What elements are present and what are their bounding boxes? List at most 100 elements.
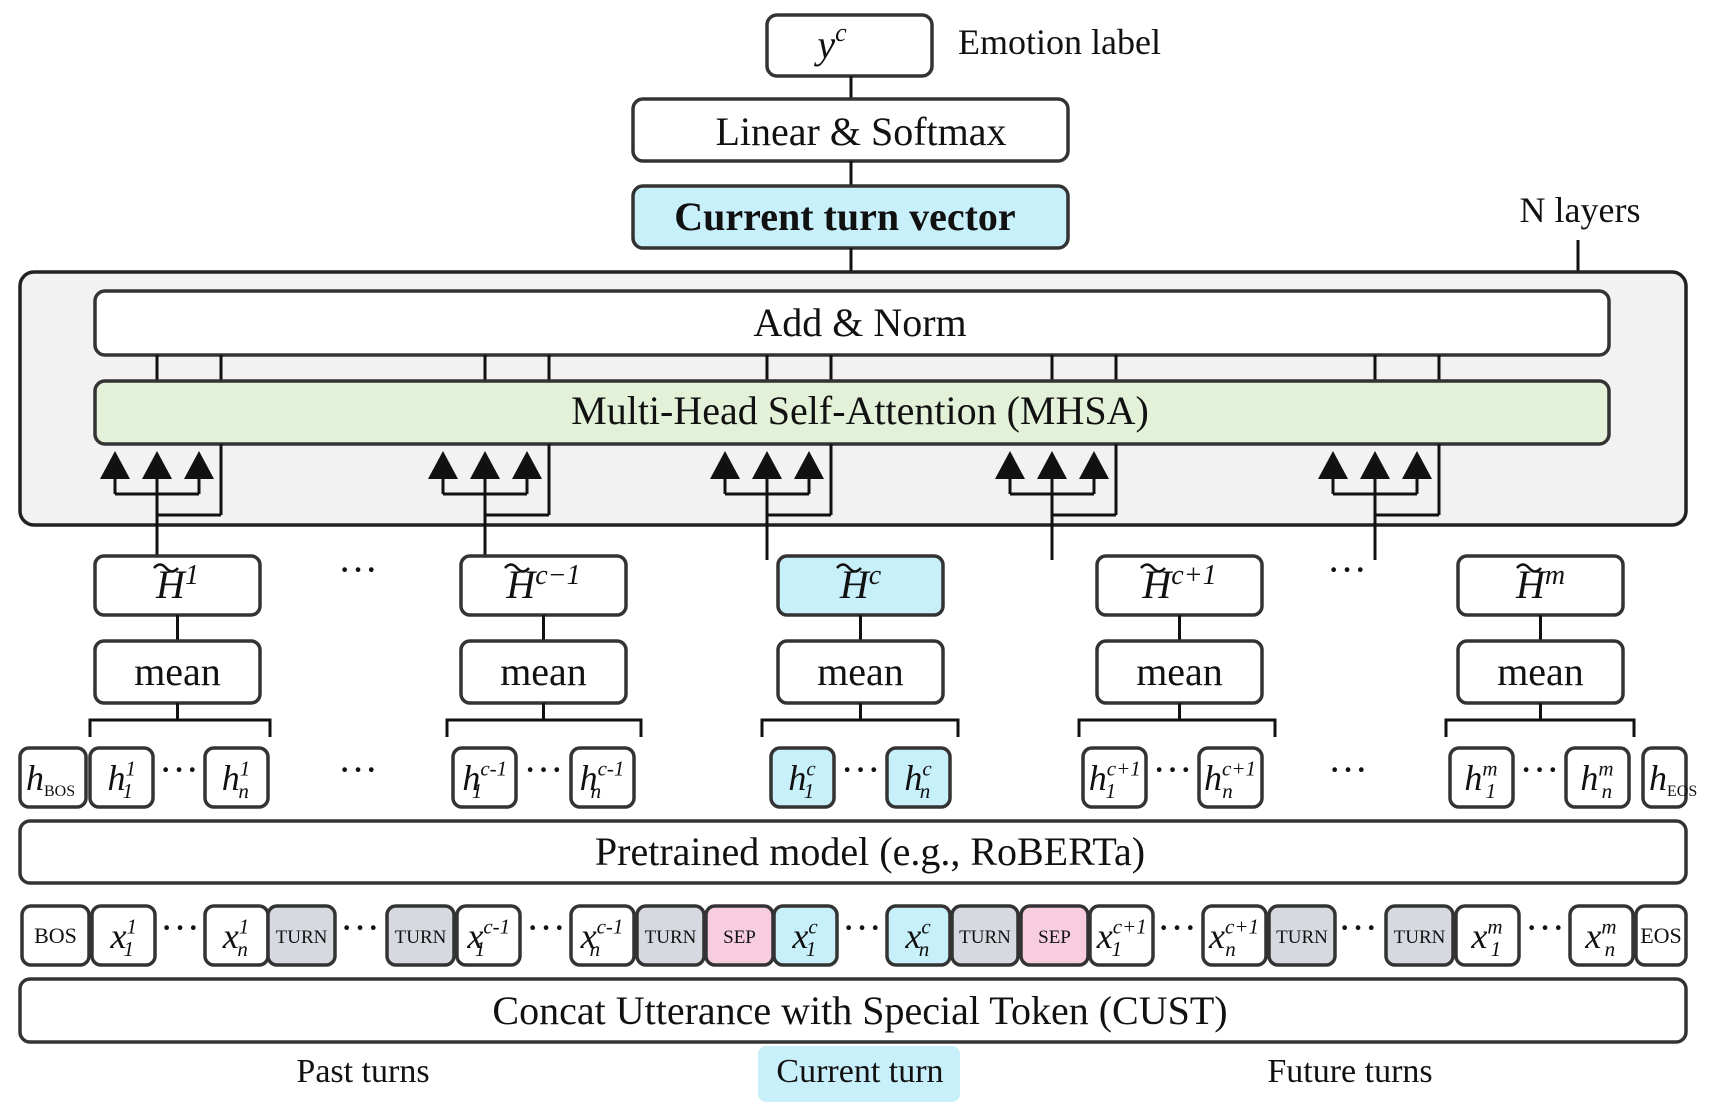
turn-vector-var: H xyxy=(1141,562,1173,607)
hidden-state-token xyxy=(1564,746,1631,809)
input-token-label-sup: c xyxy=(808,915,818,939)
hidden-state-sub: BOS xyxy=(44,783,75,800)
input-token-label-var: x xyxy=(1584,916,1601,956)
tilde-mark xyxy=(1516,563,1542,573)
turn-vector-sup: c−1 xyxy=(535,560,580,591)
hidden-state-label-sup: m xyxy=(1482,757,1497,781)
qkv-arrow-head xyxy=(100,451,130,479)
input-token-label-sub: n xyxy=(1225,937,1236,961)
ellipsis: ··· xyxy=(526,905,566,950)
input-token-label-sub: 1 xyxy=(806,937,817,961)
input-token-label-sup: c+1 xyxy=(1225,915,1259,939)
past-turns-label: Past turns xyxy=(296,1053,429,1090)
input-token xyxy=(1454,904,1521,967)
input-token xyxy=(772,904,839,967)
turn-vector-sup: 1 xyxy=(185,560,199,591)
emotion-label-caption: Emotion label xyxy=(958,22,1161,62)
turn-vector-label: H1 xyxy=(155,560,199,607)
hidden-state-label-var: h xyxy=(904,758,922,798)
hidden-state-label-sup: c+1 xyxy=(1107,757,1139,781)
hidden-state-label-sub: n xyxy=(1602,779,1613,803)
qkv-arrow-head xyxy=(995,451,1025,479)
input-token-label-sup: 1 xyxy=(239,915,250,939)
input-token-label-var: x xyxy=(904,916,921,956)
turn-vector-sup: m xyxy=(1545,560,1565,591)
mean-label: mean xyxy=(1136,649,1223,694)
hidden-state-sub: EOS xyxy=(1667,783,1697,800)
mean-pool-node: mean xyxy=(93,639,262,705)
pooling-bracket xyxy=(760,718,960,737)
hidden-state-ellipsis: ··· xyxy=(1153,747,1193,792)
hidden-state-label-var: h xyxy=(788,758,806,798)
qkv-arrow-head xyxy=(794,451,824,479)
add-norm-label: Add & Norm xyxy=(753,300,966,345)
hidden-state-label-sub: n xyxy=(920,779,931,803)
input-token-label-sup: c-1 xyxy=(483,915,508,939)
mean-label: mean xyxy=(134,649,221,694)
hidden-state-label-var: h xyxy=(1464,758,1482,798)
input-token-label-sup: c-1 xyxy=(597,915,624,939)
sep-token xyxy=(1019,904,1090,967)
turn-vector-var: H xyxy=(505,562,537,607)
hidden-state-token xyxy=(769,746,836,809)
hidden-state-label-var: h xyxy=(108,758,126,798)
turn-token xyxy=(266,904,337,967)
hidden-state-ellipsis: ··· xyxy=(524,747,564,792)
turn-vector-node: Hc+1 xyxy=(1095,554,1264,617)
input-token xyxy=(1568,904,1635,967)
hidden-state-label-sub: 1 xyxy=(804,779,815,803)
hidden-state-var: h xyxy=(1649,758,1667,798)
input-token-label-var: x xyxy=(1208,916,1225,956)
qkv-arrow-head xyxy=(470,451,500,479)
hidden-state-label-sub: n xyxy=(591,779,602,803)
turn-token xyxy=(635,904,706,967)
mean-label: mean xyxy=(817,649,904,694)
turn-vector-label: Hc+1 xyxy=(1141,560,1216,607)
hidden-state-ellipsis: ··· xyxy=(1520,747,1560,792)
input-token-label-sup: c xyxy=(921,915,931,939)
turn-token-label: TURN xyxy=(645,927,697,948)
qkv-arrow-head xyxy=(1079,451,1109,479)
hidden-state-label-var: h xyxy=(1204,758,1222,798)
hidden-state-var: h xyxy=(26,758,44,798)
turn-token-label: TURN xyxy=(959,927,1011,948)
hidden-state-label-sup: c+1 xyxy=(1222,757,1256,781)
tilde-mark xyxy=(1140,563,1166,573)
sep-token-label: SEP xyxy=(723,927,756,948)
qkv-arrow-head xyxy=(1318,451,1348,479)
linear-softmax-node: Linear & Softmax xyxy=(631,97,1070,163)
hidden-state-label-sub: 1 xyxy=(472,779,483,803)
hidden-state-label-sub: n xyxy=(238,779,249,803)
mean-label: mean xyxy=(1497,649,1584,694)
hidden-state-token xyxy=(1448,746,1515,809)
hidden-state-label-var: h xyxy=(462,758,480,798)
turn-vector-label: Hc−1 xyxy=(505,560,580,607)
ellipsis: ··· xyxy=(1338,905,1378,950)
turn-vector-sup: c xyxy=(869,560,882,591)
n-layers-label: N layers xyxy=(1520,190,1641,230)
turn-vector-node: Hc−1 xyxy=(459,554,628,617)
mean-pool-node: mean xyxy=(1456,639,1625,705)
mhsa-node: Multi-Head Self-Attention (MHSA) xyxy=(93,379,1611,446)
hidden-state-label-sub: 1 xyxy=(123,779,134,803)
pretrained-model-label: Pretrained model (e.g., RoBERTa) xyxy=(595,829,1145,874)
mhsa-label: Multi-Head Self-Attention (MHSA) xyxy=(571,388,1149,433)
emotion-label-var: y xyxy=(813,22,835,67)
mhsa-to-add-norm-connectors xyxy=(155,355,1441,381)
turn-vector-var: H xyxy=(839,562,871,607)
current-turn-vector-label: Current turn vector xyxy=(674,194,1015,239)
qkv-arrow-head xyxy=(752,451,782,479)
